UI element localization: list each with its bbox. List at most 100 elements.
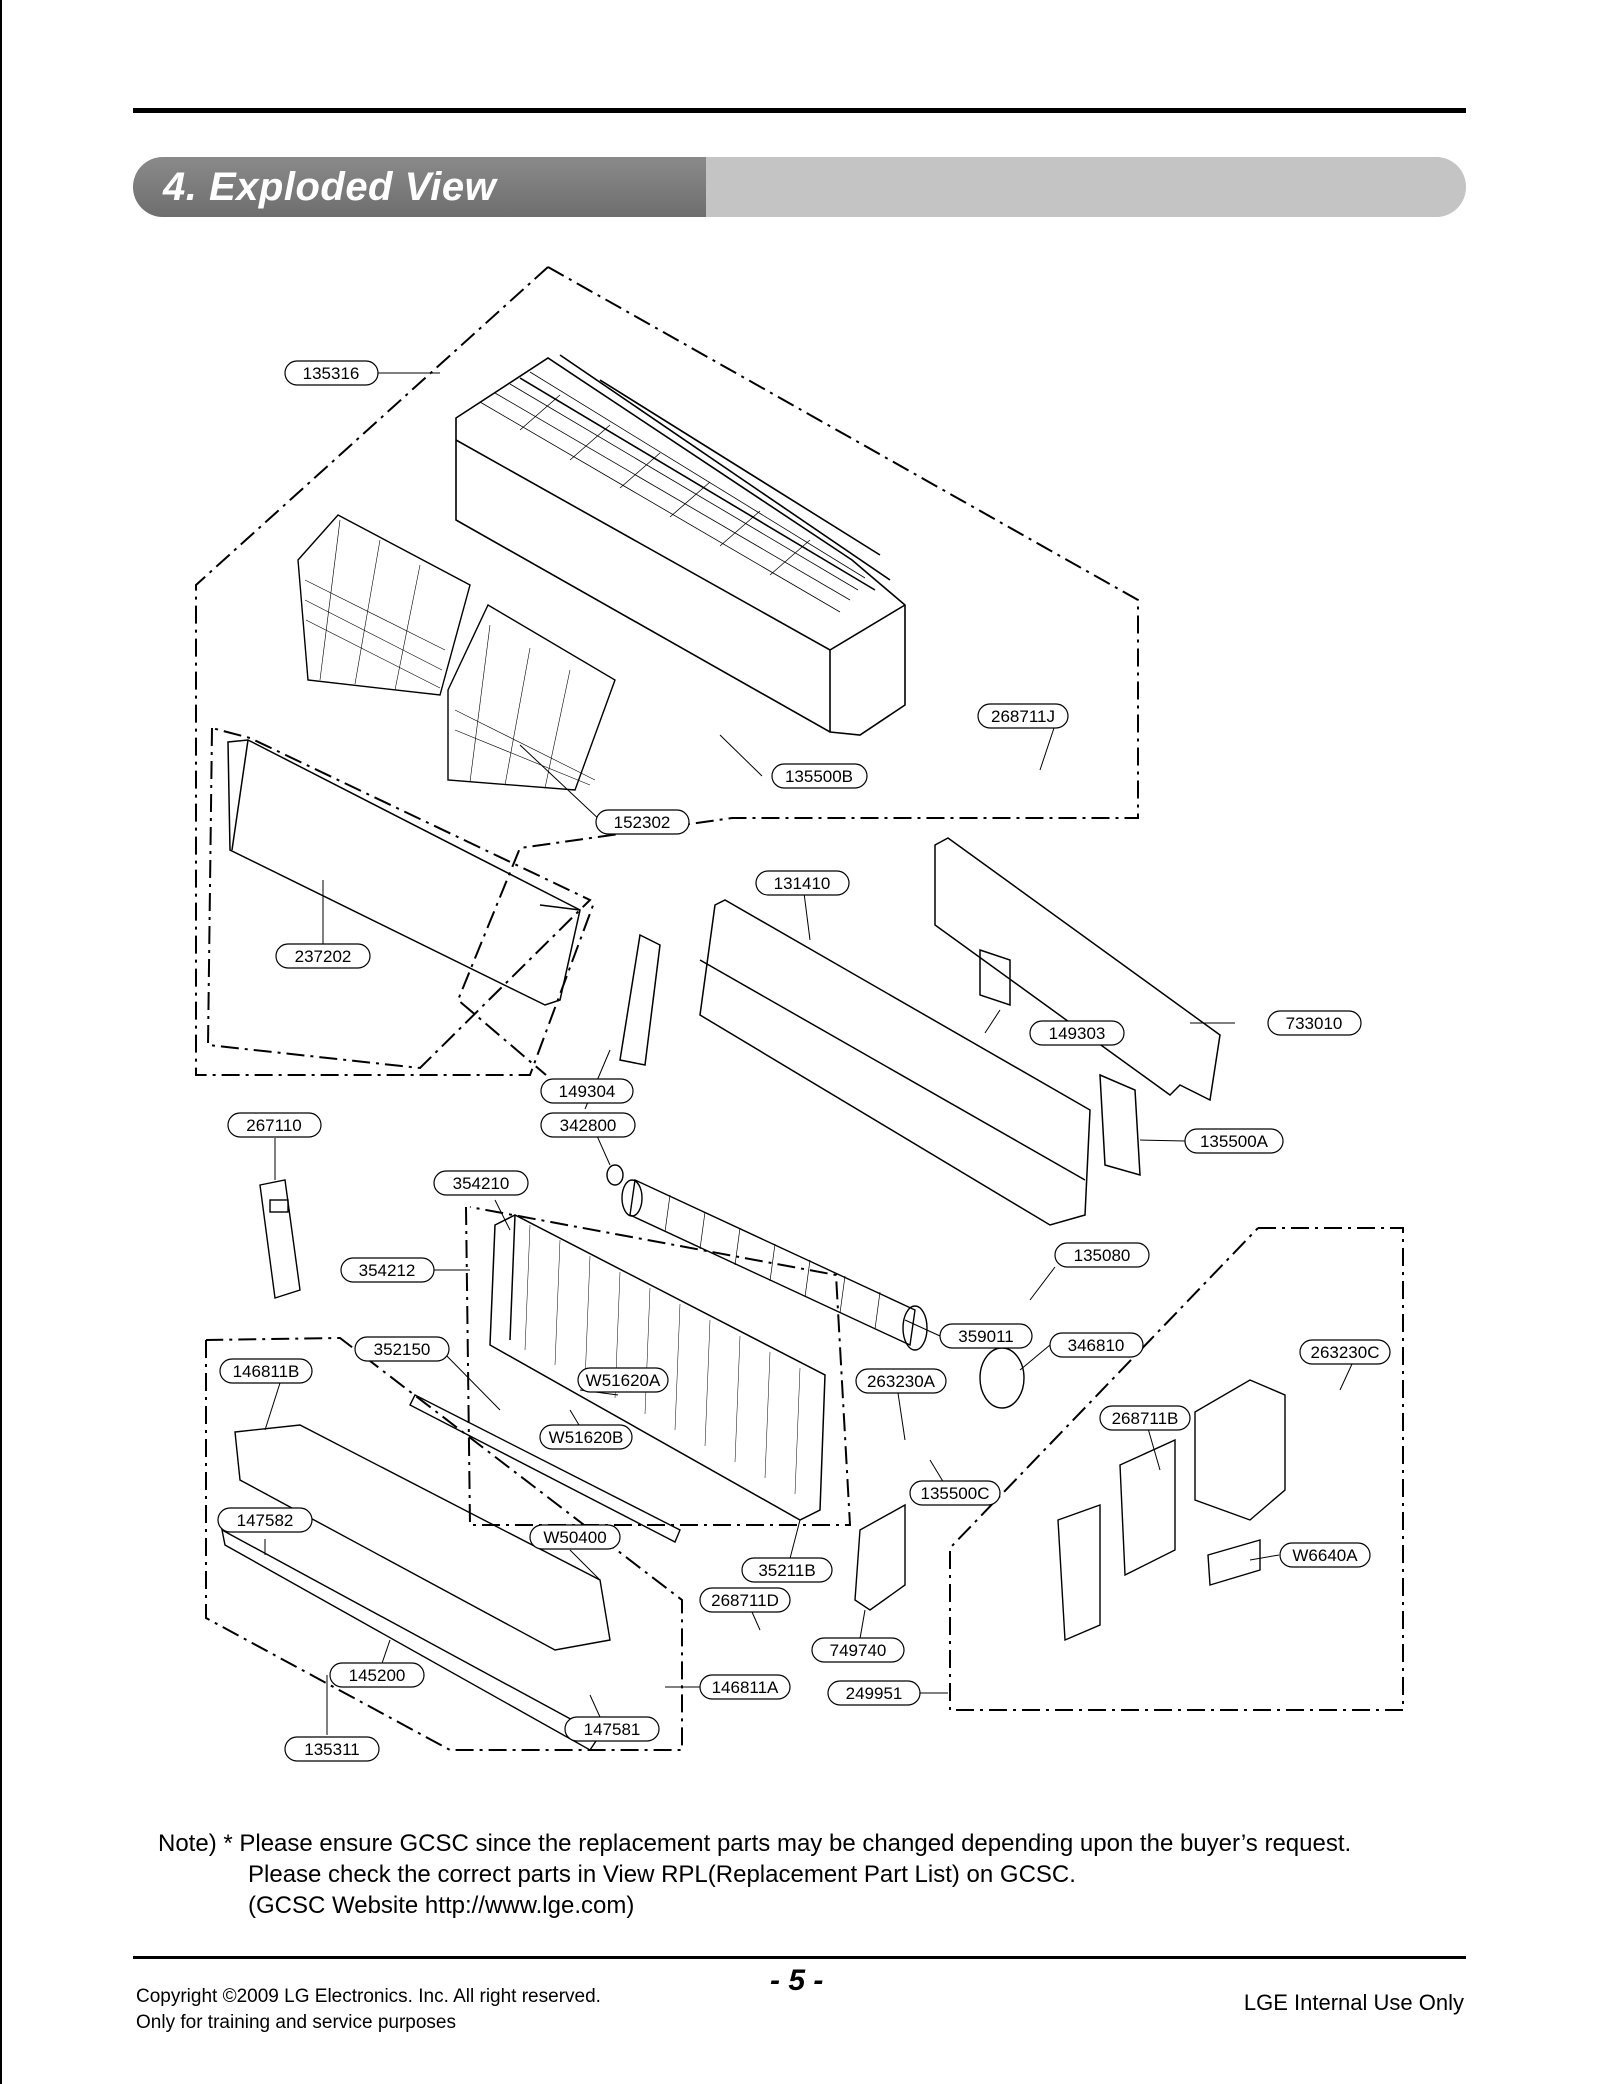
callout-145200: 145200 <box>329 1662 425 1688</box>
callout-label: 237202 <box>295 947 352 966</box>
banner-mid-segment <box>706 157 1466 217</box>
callout-label: 145200 <box>349 1666 406 1685</box>
callout-149304: 149304 <box>540 1078 634 1104</box>
fan-blades <box>664 1194 881 1330</box>
callout-135311: 135311 <box>284 1736 380 1762</box>
callout-135316: 135316 <box>284 360 379 386</box>
outline-electrical-group <box>949 1227 1404 1711</box>
callout-label: 135500B <box>785 767 853 786</box>
footer-rule <box>133 1956 1466 1959</box>
chassis-frame <box>619 899 1141 1226</box>
page-number: - 5 - <box>770 1964 824 1997</box>
note-line-2: Please check the correct parts in View R… <box>248 1861 1076 1888</box>
callout-label: W51620A <box>586 1371 661 1390</box>
callout-146811A: 146811A <box>699 1674 791 1700</box>
callout-346810: 346810 <box>1049 1332 1144 1358</box>
callout-label: 354212 <box>359 1261 416 1280</box>
callout-label: 146811A <box>712 1678 779 1697</box>
evaporator <box>489 1214 826 1521</box>
callout-label: 149303 <box>1049 1024 1106 1043</box>
callout-359011: 359011 <box>939 1323 1033 1349</box>
callout-label: 135311 <box>304 1740 359 1759</box>
callout-147582: 147582 <box>217 1507 313 1533</box>
header-rule <box>133 108 1466 113</box>
replacement-note: Note) * Please ensure GCSC since the rep… <box>158 1828 1351 1921</box>
callout-131410: 131410 <box>755 870 850 896</box>
callout-152302: 152302 <box>595 809 690 835</box>
group-outlines <box>195 266 1404 1751</box>
callout-267110: 267110 <box>227 1112 322 1138</box>
callout-354210: 354210 <box>433 1170 529 1196</box>
callout-W6640A: W6640A <box>1279 1542 1371 1568</box>
callout-135500B: 135500B <box>771 763 868 789</box>
callout-label: 263230C <box>1310 1343 1379 1362</box>
callout-237202: 237202 <box>275 943 371 969</box>
callout-135080: 135080 <box>1054 1242 1150 1268</box>
footer-copyright: Copyright ©2009 LG Electronics. Inc. All… <box>136 1984 601 2036</box>
callout-label: 354210 <box>453 1174 510 1193</box>
crossflow-fan <box>606 1164 1025 1409</box>
cabinet-drawing <box>455 354 906 736</box>
callout-label: 342800 <box>560 1116 617 1135</box>
callout-label: 249951 <box>846 1684 903 1703</box>
vane-assembly <box>221 1394 681 1751</box>
internal-use-label: LGE Internal Use Only <box>1243 1990 1464 2015</box>
section-title: 4. Exploded View <box>163 165 497 209</box>
outline-chassis-group <box>456 266 1139 1076</box>
callout-35211B: 35211B <box>741 1557 833 1583</box>
callout-label: 352150 <box>374 1340 431 1359</box>
callout-label: 749740 <box>830 1641 887 1660</box>
callout-label: 131410 <box>774 874 831 893</box>
callout-label: 135316 <box>303 364 360 383</box>
callout-label: 135080 <box>1074 1246 1131 1265</box>
callout-label: W50400 <box>543 1528 606 1547</box>
callout-label: 135500A <box>1200 1132 1269 1151</box>
front-panel <box>227 739 581 1006</box>
callout-label: 268711D <box>711 1591 779 1610</box>
leader-lines <box>264 372 1353 1735</box>
callout-label: W6640A <box>1292 1546 1358 1565</box>
callout-354212: 354212 <box>340 1257 435 1283</box>
callout-label: W51620B <box>549 1428 624 1447</box>
outline-evaporator-group <box>465 1206 852 1526</box>
callout-352150: 352150 <box>354 1336 450 1362</box>
callout-268711J: 268711J <box>977 703 1069 729</box>
page-edge <box>0 0 2 2084</box>
exploded-view-diagram: 135316 268711J 135500B 152302 237202 131… <box>195 266 1404 1762</box>
callout-label: 263230A <box>867 1372 936 1391</box>
banner-dark-segment <box>133 157 706 217</box>
callout-label: 346810 <box>1068 1336 1125 1355</box>
outline-vane-group <box>205 1336 683 1751</box>
note-line-1: Note) * Please ensure GCSC since the rep… <box>158 1830 1352 1857</box>
copyright-text: Copyright ©2009 LG Electronics. Inc. All… <box>136 1986 601 2007</box>
outline-front-group <box>195 266 596 1076</box>
callout-268711B: 268711B <box>1099 1405 1191 1431</box>
callout-263230C: 263230C <box>1299 1339 1391 1365</box>
callout-135500C: 135500C <box>909 1480 1001 1506</box>
callout-149303: 149303 <box>1029 1020 1125 1046</box>
note-line-3: (GCSC Website http://www.lge.com) <box>248 1892 635 1919</box>
callout-label: 35211B <box>758 1561 815 1580</box>
callout-label: 268711J <box>991 707 1055 726</box>
callout-label: 359011 <box>958 1327 1013 1346</box>
remote-controller <box>259 1179 301 1299</box>
callout-249951: 249951 <box>827 1680 921 1706</box>
callout-147581: 147581 <box>564 1716 660 1742</box>
section-banner: 4. Exploded View <box>133 157 1466 217</box>
air-filters <box>297 514 616 791</box>
callout-W51620B: W51620B <box>539 1424 633 1450</box>
outline-panel-group <box>206 727 592 1070</box>
callout-label: 268711B <box>1112 1409 1179 1428</box>
callout-268711D: 268711D <box>699 1587 791 1613</box>
callout-733010: 733010 <box>1267 1010 1362 1036</box>
training-text: Only for training and service purposes <box>136 2012 456 2033</box>
callout-342800: 342800 <box>540 1112 636 1138</box>
mounting-plate <box>934 837 1221 1102</box>
callout-label: 135500C <box>920 1484 989 1503</box>
callout-label: 147581 <box>584 1720 641 1739</box>
filter-mesh <box>304 519 596 789</box>
cabinet-grille <box>479 371 866 613</box>
evaporator-fins <box>524 1224 801 1495</box>
callout-label: 146811B <box>233 1362 300 1381</box>
callout-263230A: 263230A <box>855 1368 947 1394</box>
